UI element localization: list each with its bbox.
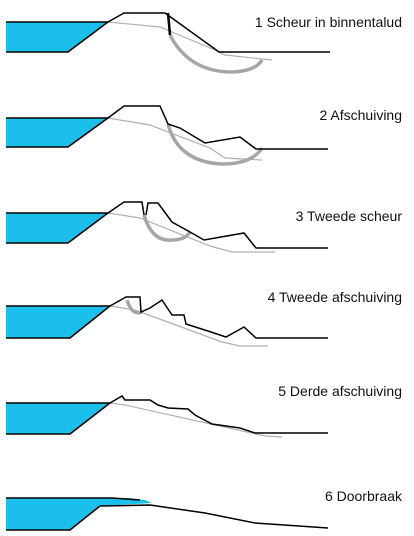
stage-2-afschuiving (6, 105, 328, 166)
stage-1-crack (166, 12, 172, 36)
stage-1-water (6, 22, 108, 52)
stage-6-water-outline (6, 497, 141, 501)
stage-3-water (6, 213, 108, 243)
stage-3-original-profile (107, 212, 275, 253)
stage-6-doorbraak (6, 497, 329, 531)
stage-4-original-profile (109, 305, 268, 347)
stage-3-slip-surface (142, 214, 192, 242)
stage-2-dike-outline (6, 117, 111, 148)
stage-1-slip-surface (168, 34, 264, 74)
stage-4-dike-outline (6, 305, 113, 339)
stage-4-tweede-afschuiving (6, 296, 328, 347)
stage-5-dike-outline (6, 402, 113, 435)
stage-5-derde-afschuiving (6, 395, 328, 438)
stage-3-dike-surface (107, 201, 145, 216)
stage-6-dike-outline (6, 505, 101, 531)
stage-4-water (6, 306, 110, 338)
stage-3-dike-surface-2 (145, 202, 328, 249)
stage-5-dike-surface (109, 395, 328, 434)
stage-1-scheur-in-binnentalud (6, 12, 330, 74)
stage-5-original-profile (109, 402, 283, 438)
stage-2-label: 2 Afschuiving (319, 107, 403, 123)
stage-4-label: 4 Tweede afschuiving (267, 289, 402, 305)
stage-6-dike-surface (99, 504, 329, 529)
stage-1-dike-surface (107, 12, 330, 53)
stage-2-slip-surface (166, 123, 264, 166)
stage-1-dike-outline (6, 21, 111, 53)
stage-2-original-profile (107, 117, 263, 161)
stage-5-water (6, 403, 110, 434)
stage-4-dike-surface (109, 296, 328, 339)
stage-2-dike-surface (107, 105, 328, 150)
stage-1-original-profile (107, 21, 273, 61)
stage-2-water (6, 118, 108, 147)
stage-1-label: 1 Scheur in binnentalud (254, 14, 402, 30)
stage-5-label: 5 Derde afschuiving (278, 383, 402, 399)
stage-3-label: 3 Tweede scheur (295, 208, 402, 224)
stage-3-dike-outline (6, 212, 111, 244)
stage-6-label: 6 Doorbraak (324, 488, 402, 504)
stage-3-tweede-scheur (6, 201, 328, 253)
stage-6-water (6, 498, 152, 530)
